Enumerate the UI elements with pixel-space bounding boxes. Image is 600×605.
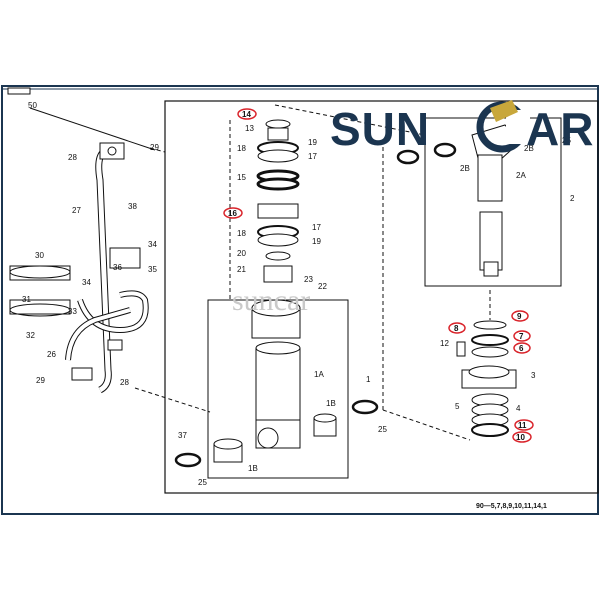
callout-16: 16 — [228, 209, 237, 218]
callout-35: 35 — [148, 265, 157, 274]
center-callouts: 14 13 19 18 17 15 16 17 18 19 20 21 23 2… — [178, 108, 387, 487]
callout-32: 32 — [26, 331, 35, 340]
callout-28b: 28 — [120, 378, 129, 387]
seal-stack-upper — [256, 119, 300, 283]
callout-34: 34 — [148, 240, 157, 249]
callout-17: 17 — [308, 152, 317, 161]
callout-38: 38 — [128, 202, 137, 211]
callout-7: 7 — [519, 332, 524, 341]
callout-15: 15 — [237, 173, 246, 182]
callout-9: 9 — [517, 312, 522, 321]
callout-4: 4 — [516, 404, 521, 413]
callout-30: 30 — [35, 251, 44, 260]
callout-33: 33 — [68, 307, 77, 316]
callout-20: 20 — [237, 249, 246, 258]
watermark: suncar — [232, 284, 310, 317]
callout-25-right: 25 — [562, 136, 571, 145]
callout-2: 2 — [570, 194, 575, 203]
callout-5: 5 — [455, 402, 460, 411]
brand-logo: SUN AR — [330, 100, 594, 155]
callout-36: 36 — [113, 263, 122, 272]
callout-1: 1 — [366, 375, 371, 384]
callout-2b-2: 2B — [460, 164, 470, 173]
callout-25: 25 — [378, 425, 387, 434]
callout-19b: 19 — [312, 237, 321, 246]
callout-12: 12 — [440, 339, 449, 348]
brand-name-left: SUN — [330, 103, 430, 155]
dashed-guides — [134, 104, 491, 441]
callout-3: 3 — [531, 371, 536, 380]
callout-10: 10 — [516, 433, 525, 442]
callout-13: 13 — [245, 124, 254, 133]
callout-31: 31 — [22, 295, 31, 304]
callout-23: 23 — [304, 275, 313, 284]
callout-22: 22 — [318, 282, 327, 291]
callout-11: 11 — [518, 421, 527, 430]
callout-29b: 29 — [36, 376, 45, 385]
piston-seal-group — [456, 320, 517, 437]
cylinder-assembly-box — [164, 100, 599, 494]
hydraulic-line-assembly — [7, 87, 156, 394]
callout-19: 19 — [308, 138, 317, 147]
callout-2a: 2A — [516, 171, 526, 180]
callout-6: 6 — [519, 344, 524, 353]
brand-c-icon — [476, 100, 530, 153]
callout-18: 18 — [237, 144, 246, 153]
callout-34b: 34 — [82, 278, 91, 287]
left-callouts: 50 28 29 27 38 34 36 35 30 34 31 33 32 2… — [22, 101, 159, 387]
reference-footer: 90—5,7,8,9,10,11,14,1 — [476, 503, 547, 510]
callout-25b: 25 — [198, 478, 207, 487]
callout-17b: 17 — [312, 223, 321, 232]
callout-28: 28 — [68, 153, 77, 162]
callout-50: 50 — [28, 101, 37, 110]
callout-14: 14 — [242, 110, 251, 119]
rod-subassembly-box — [424, 117, 562, 287]
cylinder-barrel — [174, 299, 379, 468]
callout-27: 27 — [72, 206, 81, 215]
right-callouts: 2B 2B 2A 2 25 9 8 7 6 12 3 5 4 11 10 — [440, 136, 575, 443]
brand-name-right: AR — [526, 103, 594, 155]
callout-1b-2: 1B — [248, 464, 258, 473]
callout-26: 26 — [47, 350, 56, 359]
callout-2b: 2B — [524, 144, 534, 153]
callout-1a: 1A — [314, 370, 324, 379]
callout-1b: 1B — [326, 399, 336, 408]
callout-29: 29 — [150, 143, 159, 152]
callout-21: 21 — [237, 265, 246, 274]
callout-8: 8 — [454, 324, 459, 333]
callout-37: 37 — [178, 431, 187, 440]
callout-18b: 18 — [237, 229, 246, 238]
